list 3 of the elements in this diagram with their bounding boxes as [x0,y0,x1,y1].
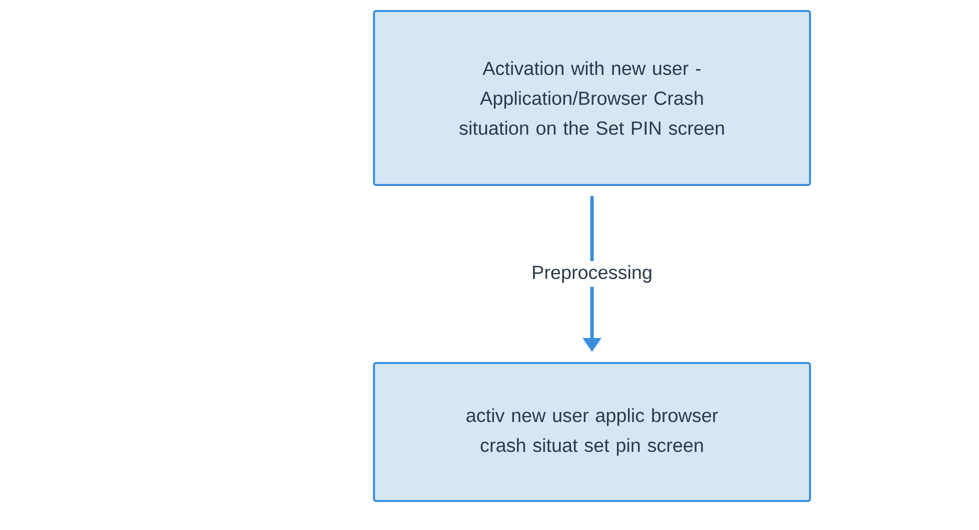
edge-label: Preprocessing [528,261,656,287]
process-box: Activation with new user - Application/Browser Crash situation on the Set PIN screen [373,10,811,186]
process-box: activ new user applic browser crash situat set pin screen [373,362,811,502]
